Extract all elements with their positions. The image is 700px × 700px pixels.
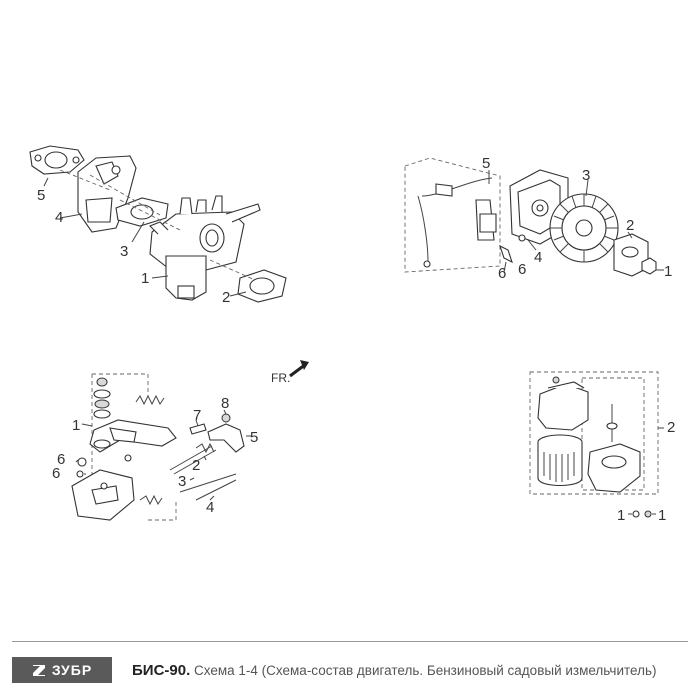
brand-name: ЗУБР: [51, 662, 93, 678]
callout-label: 3: [178, 473, 186, 490]
footer: ЗУБР БИС-90. Схема 1-4 (Схема-состав дви…: [12, 652, 688, 688]
air-filter-cover-part: [537, 383, 589, 431]
callout-label: 2: [192, 457, 200, 474]
callout-label: 3: [120, 243, 128, 260]
callout-label: 6: [498, 265, 506, 282]
model-name: БИС-90.: [132, 661, 191, 679]
direction-label: FR.: [271, 371, 290, 385]
callout-label: 5: [37, 187, 45, 204]
callout-label: 1: [617, 507, 625, 524]
callout-label: 1: [141, 270, 149, 287]
exploded-parts-diagram: 5 4 3 1 2: [29, 145, 675, 524]
callout-label: 2: [667, 419, 675, 436]
callout-label: 7: [193, 407, 201, 424]
governor-group: 1 6 6 7 8 5 2 3 4: [52, 373, 258, 521]
throttle-lever-part: [207, 423, 245, 453]
callout-label: 6: [52, 465, 60, 482]
filter-element-part: [537, 434, 583, 487]
ignition-group: 5 3 2 4 6 6 1: [404, 155, 672, 282]
document-caption: БИС-90. Схема 1-4 (Схема-состав двигател…: [132, 662, 657, 679]
callout-label: 4: [206, 499, 214, 516]
callout-label: 4: [534, 249, 542, 266]
front-direction-indicator: FR.: [271, 360, 309, 385]
callout-label: 4: [55, 209, 63, 226]
schema-description: Схема 1-4 (Схема-состав двигатель. Бензи…: [194, 662, 657, 678]
carburetor-group: 5 4 3 1 2: [29, 145, 287, 306]
brand-logo: ЗУБР: [12, 657, 112, 683]
callout-label: 5: [250, 429, 258, 446]
starter-cup-part: [613, 233, 649, 277]
footer-divider: [12, 641, 688, 642]
callout-label: 1: [658, 507, 666, 524]
callout-label: 3: [582, 167, 590, 184]
callout-label: 8: [221, 395, 229, 412]
callout-label: 1: [72, 417, 80, 434]
air-filter-group: 2 1 1: [529, 371, 675, 524]
callout-label: 6: [57, 451, 65, 468]
nut-part: [641, 257, 657, 275]
callout-label: 2: [222, 289, 230, 306]
callout-label: 5: [482, 155, 490, 172]
logo-mark-icon: [32, 663, 46, 677]
flywheel-part: [549, 193, 619, 263]
callout-label: 2: [626, 217, 634, 234]
callout-label: 1: [664, 263, 672, 280]
callout-label: 6: [518, 261, 526, 278]
